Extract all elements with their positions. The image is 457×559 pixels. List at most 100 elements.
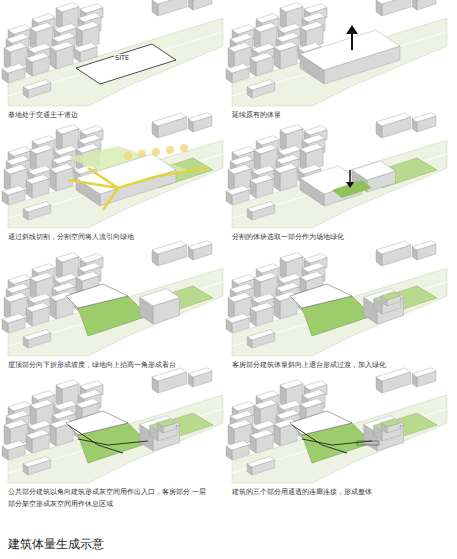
block-top <box>8 147 31 156</box>
panel <box>226 0 447 106</box>
block-top <box>28 44 51 53</box>
arrow-head <box>346 182 354 188</box>
step-caption: 公共部分建筑以角向建筑形成灰空间用作出入口，客房部分 一层部分架空形成灰空间用作… <box>8 486 213 510</box>
block-top <box>254 145 277 154</box>
block-top <box>152 113 187 126</box>
arrow <box>349 170 351 184</box>
block-top <box>6 411 29 420</box>
block-top <box>412 241 436 250</box>
block-top <box>280 380 303 389</box>
block-top <box>278 274 301 283</box>
block-top <box>188 241 212 250</box>
block-top <box>230 34 253 43</box>
figure-title: 建筑体量生成示意 <box>8 537 104 552</box>
block-top <box>28 294 51 303</box>
step-caption: 客房部分建筑体量斜向上退台形成过渡，加入绿化 <box>232 359 432 371</box>
block-top <box>230 284 253 293</box>
block-top <box>4 165 27 174</box>
block-top <box>381 292 400 300</box>
roof <box>66 411 128 435</box>
block-top <box>304 254 327 263</box>
block-top <box>28 421 51 430</box>
panel <box>226 368 447 483</box>
block-top <box>226 441 249 450</box>
road <box>232 18 447 106</box>
block-top <box>247 330 275 340</box>
block-top <box>54 146 77 155</box>
block-top <box>276 33 299 42</box>
block-top <box>300 22 323 31</box>
block-top <box>232 147 255 156</box>
arrow <box>351 32 353 50</box>
block-top <box>256 136 279 145</box>
block-top <box>50 164 73 173</box>
block-top <box>228 43 251 52</box>
block-top <box>76 272 99 281</box>
arrow-head <box>346 25 358 34</box>
block-top <box>302 390 325 399</box>
block-top <box>26 175 49 184</box>
block-top <box>274 164 297 173</box>
block-top <box>412 368 436 377</box>
step-caption: 通过斜线切割，分割空间将人流引向绿地 <box>8 231 208 243</box>
panel <box>226 241 447 356</box>
green-area <box>332 180 372 198</box>
block-top <box>278 146 301 155</box>
block-top <box>32 14 55 23</box>
block-top <box>226 314 249 323</box>
block-top <box>78 263 101 272</box>
block-top <box>23 457 51 467</box>
block-top <box>230 156 253 165</box>
block-top <box>247 457 275 467</box>
step-caption: 分割的体块选取一部分作为场地绿化 <box>232 231 432 243</box>
block-top <box>256 391 279 400</box>
block-top <box>232 402 255 411</box>
block-top <box>76 399 99 408</box>
panel <box>2 0 223 106</box>
block-top <box>230 411 253 420</box>
block-top <box>6 156 29 165</box>
block-top <box>247 80 275 90</box>
block-top <box>157 419 176 427</box>
block-face <box>188 0 193 10</box>
block-top <box>278 401 301 410</box>
road <box>8 140 223 228</box>
block-top <box>56 380 79 389</box>
block-top <box>2 441 25 450</box>
step-caption: 基地处于交通主干道边 <box>8 109 208 121</box>
block-top <box>280 3 303 12</box>
block-top <box>247 202 275 212</box>
block-top <box>152 368 187 381</box>
block-top <box>250 53 273 62</box>
cut-line <box>68 168 208 188</box>
block-top <box>188 368 212 377</box>
block-top <box>23 202 51 212</box>
block-top <box>32 264 55 273</box>
road <box>232 268 447 356</box>
block-top <box>228 165 251 174</box>
block-top <box>228 420 251 429</box>
block-top <box>26 303 49 312</box>
block-top <box>376 113 411 126</box>
block-top <box>188 113 212 122</box>
block-top <box>52 33 75 42</box>
block-top <box>30 23 53 32</box>
roof <box>66 284 128 308</box>
block-top <box>78 13 101 22</box>
block-top <box>78 390 101 399</box>
road <box>8 268 223 356</box>
block-top <box>80 254 103 263</box>
line <box>292 425 347 453</box>
block-top <box>23 330 51 340</box>
road <box>232 140 447 228</box>
block-top <box>228 293 251 302</box>
cut-line <box>88 168 118 210</box>
block-top <box>54 274 77 283</box>
panel <box>2 113 223 228</box>
block-top <box>56 253 79 262</box>
block-top <box>74 43 97 52</box>
corridor <box>357 441 379 445</box>
block-top <box>80 126 103 135</box>
panel <box>2 368 223 483</box>
block-top <box>278 24 301 33</box>
